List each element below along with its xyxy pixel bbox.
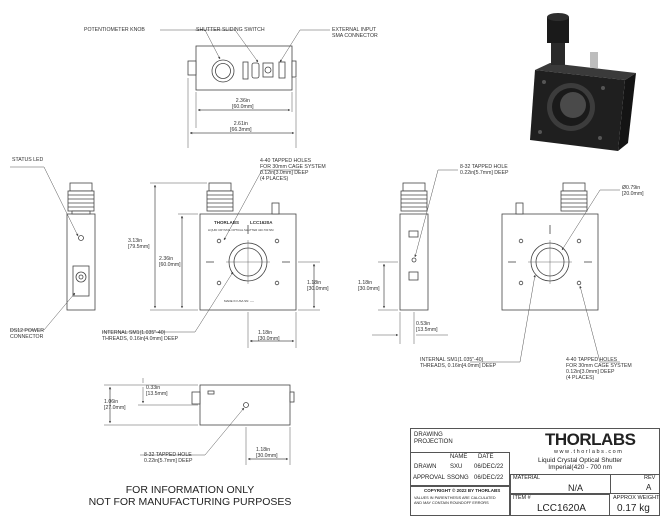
copyright-text: COPYRIGHT © 2022 BY THORLABS <box>424 488 501 493</box>
thorlabs-website: w w w . t h o r l a b s . c o m <box>554 449 622 455</box>
thorlabs-logo: THORLABS <box>545 430 636 449</box>
rear-view <box>501 182 599 311</box>
sma-connector-label: EXTERNAL INPUT SMA CONNECTOR <box>332 27 378 39</box>
approval-label: APPROVAL <box>413 475 445 481</box>
weight-value: 0.17 kg <box>617 503 650 514</box>
dim-bottom-center-w: 1.18in [30.0mm] <box>256 447 278 459</box>
approval-name: SSONG <box>447 475 469 481</box>
status-led-label: STATUS LED <box>12 157 44 163</box>
material-value: N/A <box>568 483 584 493</box>
title-block-item-cell <box>510 494 610 516</box>
dim-top-inner: 2.36in [60.0mm] <box>232 98 254 110</box>
diameter-label: Ø0.79in [20.0mm] <box>622 185 644 197</box>
title-block-rev-cell <box>610 474 660 494</box>
col-name-header: NAME <box>450 454 468 460</box>
right-rear-dims <box>372 169 620 363</box>
front-view-dims <box>102 169 320 348</box>
panel-brand: THORLABS <box>214 220 239 225</box>
dim-front-body-h: 2.36in [60.0mm] <box>159 256 181 268</box>
product-render <box>530 13 636 151</box>
title-block-copyright-cell <box>410 486 510 516</box>
right-side-view <box>399 182 429 311</box>
shutter-switch-label: SHUTTER SLIDING SWITCH <box>196 27 265 33</box>
front-panel-label: THORLABS LCC1620A LIQUID CRYSTAL OPTICAL… <box>208 220 274 303</box>
bottom-view <box>191 384 295 426</box>
drawn-date: 06/DEC/22 <box>474 464 504 470</box>
potentiometer-knob-label: POTENTIOMETER KNOB <box>84 27 145 33</box>
sm1-threads-left-label: INTERNAL SM1(1.035"-40) THREADS, 0.16in[… <box>102 330 179 342</box>
dim-bottom-offset: 0.33in [13.5mm] <box>146 385 168 397</box>
dim-front-center-h: 1.18in [30.0mm] <box>307 280 329 292</box>
rev-value: A <box>646 483 652 492</box>
dim-front-total-h: 3.13in [79.5mm] <box>128 238 150 250</box>
dim-top-outer: 2.61in [66.3mm] <box>230 121 252 133</box>
weight-label: APPROX WEIGHT <box>613 495 660 501</box>
front-view <box>199 182 297 311</box>
item-label: ITEM # <box>513 495 531 501</box>
top-view <box>187 45 297 91</box>
sm1-threads-right-label: INTERNAL SM1(1.035"-40) THREADS, 0.16in[… <box>420 357 497 369</box>
rev-label: REV <box>644 475 656 481</box>
ds12-connector-label: DS12 POWER CONNECTOR <box>10 328 45 340</box>
values-note: VALUES IN PARENTHESIS ARE CALCULATED AND… <box>414 496 496 505</box>
title-block-projection-cell <box>410 428 510 452</box>
panel-subtitle: LIQUID CRYSTAL OPTICAL SHUTTER 420-700 N… <box>208 228 274 232</box>
disclaimer: FOR INFORMATION ONLY NOT FOR MANUFACTURI… <box>88 484 292 508</box>
part-description: Liquid Crystal Optical Shutter Imperial(… <box>538 457 623 471</box>
drawing-projection-label: DRAWING PROJECTION <box>414 432 453 445</box>
bottom-view-dims <box>104 378 291 465</box>
dim-right-center-h: 1.18in [30.0mm] <box>358 280 380 292</box>
left-side-leaders <box>10 166 79 331</box>
tapped-832-bottom-label: 8-32 TAPPED HOLE 0.22in[5.7mm] DEEP <box>144 452 193 464</box>
item-number: LCC1620A <box>537 503 586 514</box>
drawn-label: DRAWN <box>414 464 437 470</box>
col-date-header: DATE <box>478 454 494 460</box>
panel-serial: MADE IN USA SN: ---- <box>224 299 254 303</box>
tapped-832-top-label: 8-32 TAPPED HOLE 0.22in[5.7mm] DEEP <box>460 164 509 176</box>
dim-right-offset: 0.53in [13.5mm] <box>416 321 438 333</box>
dim-bottom-h: 1.06in [27.0mm] <box>104 399 126 411</box>
left-side-view <box>66 182 96 311</box>
tapped-440-top-label: 4-40 TAPPED HOLES FOR 30mm CAGE SYSTEM 0… <box>260 158 326 182</box>
panel-model: LCC1620A <box>250 220 273 225</box>
title-block-signoff-cell <box>410 452 510 486</box>
dim-front-center-w: 1.18in [30.0mm] <box>258 330 280 342</box>
top-view-leaders <box>160 29 330 148</box>
material-label: MATERIAL <box>513 475 541 481</box>
tapped-440-right-label: 4-40 TAPPED HOLES FOR 30mm CAGE SYSTEM 0… <box>566 357 632 381</box>
approval-date: 06/DEC/22 <box>474 475 504 481</box>
drawn-name: SXU <box>450 464 463 470</box>
